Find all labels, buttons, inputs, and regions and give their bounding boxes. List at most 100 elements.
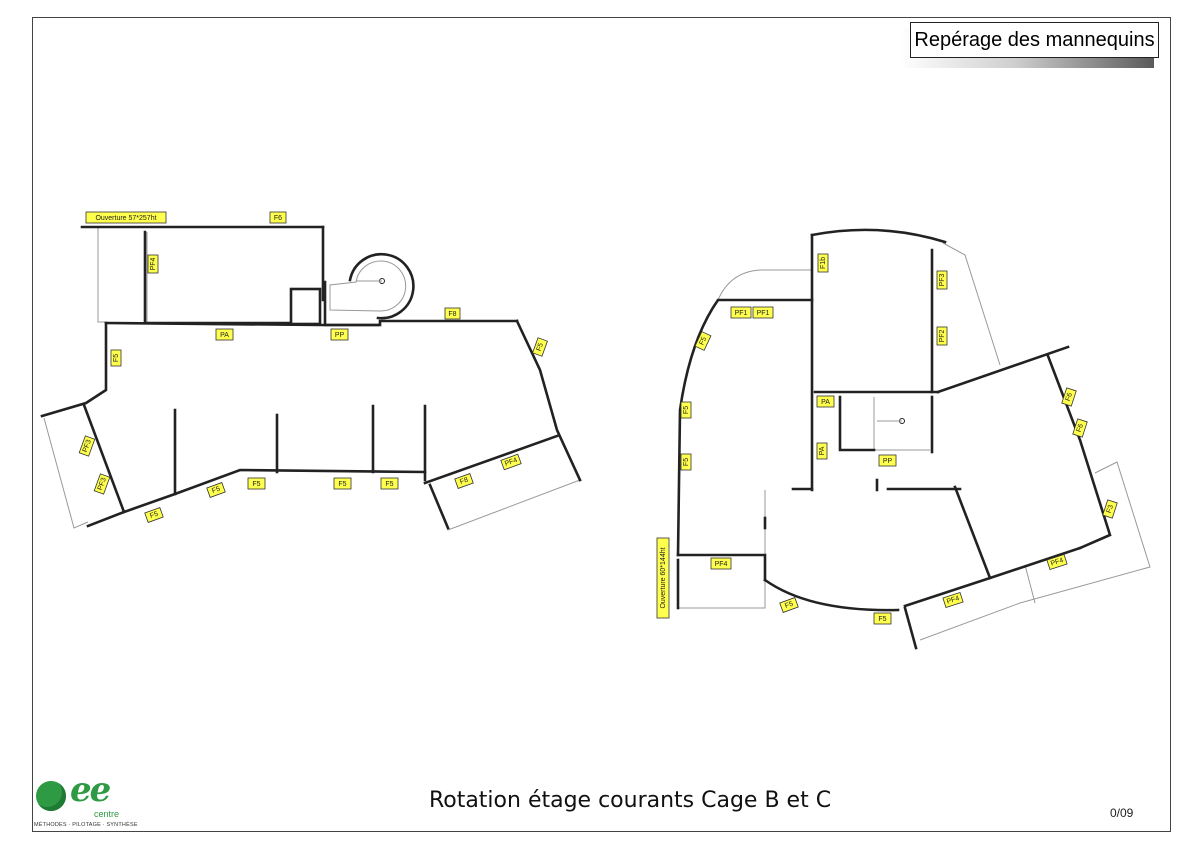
svg-text:F8: F8: [448, 311, 456, 318]
right-balcony-outline-north: [717, 269, 812, 301]
label-left-pf4-top: PF4: [147, 254, 159, 274]
label-right-pf4-sw: PF4: [710, 557, 732, 570]
svg-text:PF4: PF4: [150, 257, 157, 270]
left-terrace-side: [428, 483, 450, 530]
svg-text:PF4: PF4: [1050, 557, 1064, 568]
right-north-arc: [810, 228, 947, 244]
label-right-pa-bottom: PA: [816, 442, 828, 460]
label-right-f3: F3: [1102, 499, 1118, 519]
label-left-pp: PP: [330, 328, 349, 341]
svg-text:PF1: PF1: [757, 310, 770, 317]
left-room-inner-wall: [143, 230, 292, 325]
right-core-box: [838, 395, 876, 452]
label-left-f6: F6: [269, 211, 287, 224]
label-left-f5-s4: F5: [380, 477, 399, 490]
label-left-f8-south: F8: [454, 473, 474, 489]
label-left-f5-s3: F5: [333, 477, 352, 490]
page-title: Repérage des mannequins: [910, 22, 1159, 58]
svg-text:PA: PA: [821, 399, 830, 406]
right-south-stub: [903, 606, 918, 650]
label-left-f8-top: F8: [444, 307, 461, 320]
svg-text:PF3: PF3: [97, 477, 108, 492]
left-balcony-outline: [97, 227, 106, 323]
label-left-pf4-south: PF4: [500, 453, 522, 471]
label-right-f5-west2: F5: [680, 453, 692, 471]
svg-text:Ouverture 60*144ht: Ouverture 60*144ht: [660, 547, 667, 608]
page-caption: Rotation étage courants Cage B et C: [428, 788, 832, 813]
label-right-pf4-s1: PF4: [942, 591, 964, 609]
svg-text:F5: F5: [252, 481, 260, 488]
logo-name: centre: [94, 809, 120, 819]
left-terrace-wall-west: [82, 403, 126, 528]
right-west-arc: [676, 298, 814, 557]
right-east-wall: [1046, 354, 1112, 550]
label-right-f6-b: F6: [1072, 418, 1088, 438]
left-stair-enclosure: [323, 280, 380, 327]
svg-text:PF3: PF3: [82, 439, 93, 454]
left-west-wall: [40, 321, 108, 418]
left-terrace-outline-west: [43, 417, 89, 529]
svg-text:PF4: PF4: [946, 595, 960, 606]
label-left-f5-s1: F5: [206, 482, 226, 498]
svg-text:F5: F5: [113, 354, 120, 362]
plan-left: [40, 225, 582, 531]
label-right-pp: PP: [878, 454, 897, 467]
svg-text:PP: PP: [335, 332, 345, 339]
svg-text:F1b: F1b: [820, 257, 827, 269]
label-right-f5-s2: F5: [873, 612, 892, 625]
svg-text:F5: F5: [784, 601, 794, 610]
label-opening-left: Ouverture 57*257ht: [85, 211, 167, 224]
svg-text:PF4: PF4: [504, 457, 519, 468]
left-terrace-wall-east: [423, 434, 559, 485]
svg-text:PF1: PF1: [735, 310, 748, 317]
logo-tagline: MÉTHODES · PILOTAGE · SYNTHÈSE: [34, 822, 138, 828]
left-terrace-outline-east: [429, 479, 581, 531]
right-terrace-outline-south: [919, 602, 1021, 641]
right-partition-diag: [953, 485, 992, 580]
svg-text:F5: F5: [878, 616, 886, 623]
right-terrace-outline-east: [1019, 461, 1151, 604]
right-sw-room: [676, 553, 767, 582]
page-number: 0/09: [1110, 806, 1134, 820]
label-left-pa: PA: [215, 328, 234, 341]
company-logo: ee centre MÉTHODES · PILOTAGE · SYNTHÈSE: [34, 770, 144, 828]
right-terrace-divide: [1024, 564, 1036, 604]
logo-mark: ee: [70, 770, 111, 810]
label-left-pf3-a: PF3: [78, 435, 96, 457]
label-left-f5-sw: F5: [144, 507, 164, 523]
title-box: Repérage des mannequins: [900, 22, 1160, 68]
label-left-f5-west: F5: [110, 349, 122, 367]
left-stair-inner: [329, 260, 407, 312]
label-right-pf2: PF2: [936, 326, 948, 346]
svg-text:F8: F8: [459, 477, 469, 486]
svg-text:PP: PP: [883, 458, 893, 465]
svg-text:PF4: PF4: [715, 561, 728, 568]
label-right-pf1-a: PF1: [730, 306, 752, 319]
right-south-terrace-wall: [903, 546, 1082, 608]
label-right-f5-west: F5: [680, 401, 692, 419]
svg-text:F6: F6: [1076, 423, 1085, 433]
svg-text:PF2: PF2: [939, 329, 946, 342]
left-stair-round: [348, 252, 415, 320]
svg-text:F5: F5: [536, 342, 545, 352]
svg-text:F5: F5: [683, 406, 690, 414]
svg-text:F5: F5: [683, 458, 690, 466]
left-core-box: [289, 287, 322, 326]
label-opening-right: Ouverture 60*144ht: [656, 537, 670, 619]
page-frame: [32, 17, 1171, 832]
right-balcony-outline-ne: [942, 242, 1001, 366]
label-left-f5-s2: F5: [247, 477, 266, 490]
label-right-pa-top: PA: [816, 395, 835, 408]
label-right-f5-s1: F5: [779, 597, 799, 613]
svg-text:F6: F6: [274, 215, 282, 222]
label-right-f6-a: F6: [1061, 387, 1077, 407]
plan-right: [676, 228, 1151, 650]
label-right-f5-arc: F5: [694, 331, 712, 351]
svg-text:F5: F5: [385, 481, 393, 488]
svg-text:F5: F5: [149, 511, 159, 520]
left-south-wall: [122, 468, 427, 514]
svg-text:PA: PA: [819, 446, 826, 455]
logo-circle-icon: [36, 781, 66, 811]
svg-text:F5: F5: [698, 336, 708, 346]
